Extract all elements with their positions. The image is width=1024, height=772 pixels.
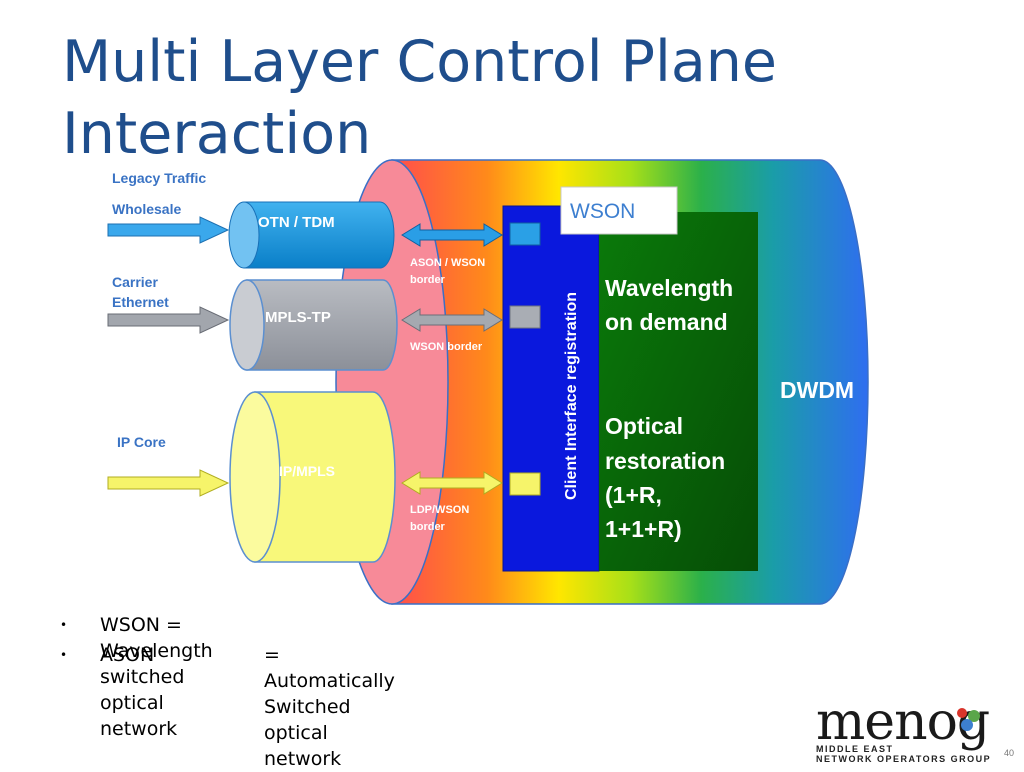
ip-mpls-label: IP/MPLS <box>279 463 335 479</box>
mpls-tp-cylinder <box>229 279 398 371</box>
wholesale-label: Wholesale <box>112 201 181 217</box>
slide-title: Multi Layer Control Plane Interaction <box>62 26 942 170</box>
logo-dots <box>957 708 980 731</box>
bullet-dot: • <box>60 648 68 662</box>
page-number: 40 <box>1004 748 1015 758</box>
dwdm-label: DWDM <box>780 377 854 403</box>
control-plane-diagram: Client Interface registration Wavelength… <box>107 159 869 605</box>
green-panel-line-2: on demand <box>605 309 728 335</box>
ethernet-label: Ethernet <box>112 294 169 310</box>
mpls-tp-cylinder-end <box>229 279 265 371</box>
otn-tdm-cylinder-end <box>228 201 260 269</box>
otn-port-square <box>509 222 541 246</box>
title-line-2: Interaction <box>62 101 372 167</box>
logo-line-2: NETWORK OPERATORS GROUP <box>816 754 992 764</box>
logo-line-1: MIDDLE EAST <box>816 744 894 754</box>
wson-tab <box>560 186 678 235</box>
ldp-wson-border-arrow <box>401 471 503 495</box>
logo-dot-green <box>968 710 980 722</box>
client-interface-panel <box>502 205 600 572</box>
green-panel-line-5: (1+R, <box>605 482 662 508</box>
ip-mpls-cylinder <box>229 391 396 563</box>
ason-wson-border-label-1: ASON / WSON <box>410 257 485 269</box>
carrier-label: Carrier <box>112 274 158 290</box>
menog-logo: menog MIDDLE EAST NETWORK OPERATORS GROU… <box>812 692 1022 768</box>
otn-tdm-cylinder <box>228 201 395 269</box>
ldp-wson-border-label-1: LDP/WSON <box>410 504 469 516</box>
ason-wson-border-arrow <box>401 223 503 247</box>
legacy-traffic-label: Legacy Traffic <box>112 170 206 186</box>
bullet-ason-definition: = Automatically Switched optical network <box>264 644 395 770</box>
wson-green-panel <box>599 212 758 571</box>
logo-dot-blue <box>961 719 973 731</box>
logo-dot-red <box>957 708 967 718</box>
ip-core-arrow <box>107 469 230 497</box>
wholesale-arrow <box>107 216 230 244</box>
green-panel-line-4: restoration <box>605 448 725 474</box>
ip-mpls-cylinder-end <box>229 391 281 563</box>
ason-wson-border-label-2: border <box>410 274 446 286</box>
green-panel-line-1: Wavelength <box>605 275 733 301</box>
bullet-dot: • <box>60 618 68 632</box>
mpls-tp-port-square <box>509 305 541 329</box>
otn-tdm-label: OTN / TDM <box>258 214 335 231</box>
title-line-1: Multi Layer Control Plane <box>62 29 777 95</box>
green-panel-line-3: Optical <box>605 413 683 439</box>
carrier-ethernet-arrow <box>107 306 230 334</box>
bullet-ason-term: ASON <box>100 644 155 666</box>
ip-mpls-port-square <box>509 472 541 496</box>
wson-border-arrow <box>401 308 503 332</box>
bullet-wson-text: WSON = Wavelength switched optical netwo… <box>100 614 213 740</box>
mpls-tp-label: MPLS-TP <box>265 309 331 326</box>
wson-border-label: WSON border <box>410 341 483 353</box>
ip-core-label: IP Core <box>117 434 166 450</box>
ldp-wson-border-label-2: border <box>410 521 446 533</box>
green-panel-line-6: 1+1+R) <box>605 516 682 542</box>
wson-tab-label: WSON <box>570 200 635 223</box>
client-interface-label: Client Interface registration <box>563 292 580 500</box>
logo-wordmark: menog <box>816 692 990 752</box>
